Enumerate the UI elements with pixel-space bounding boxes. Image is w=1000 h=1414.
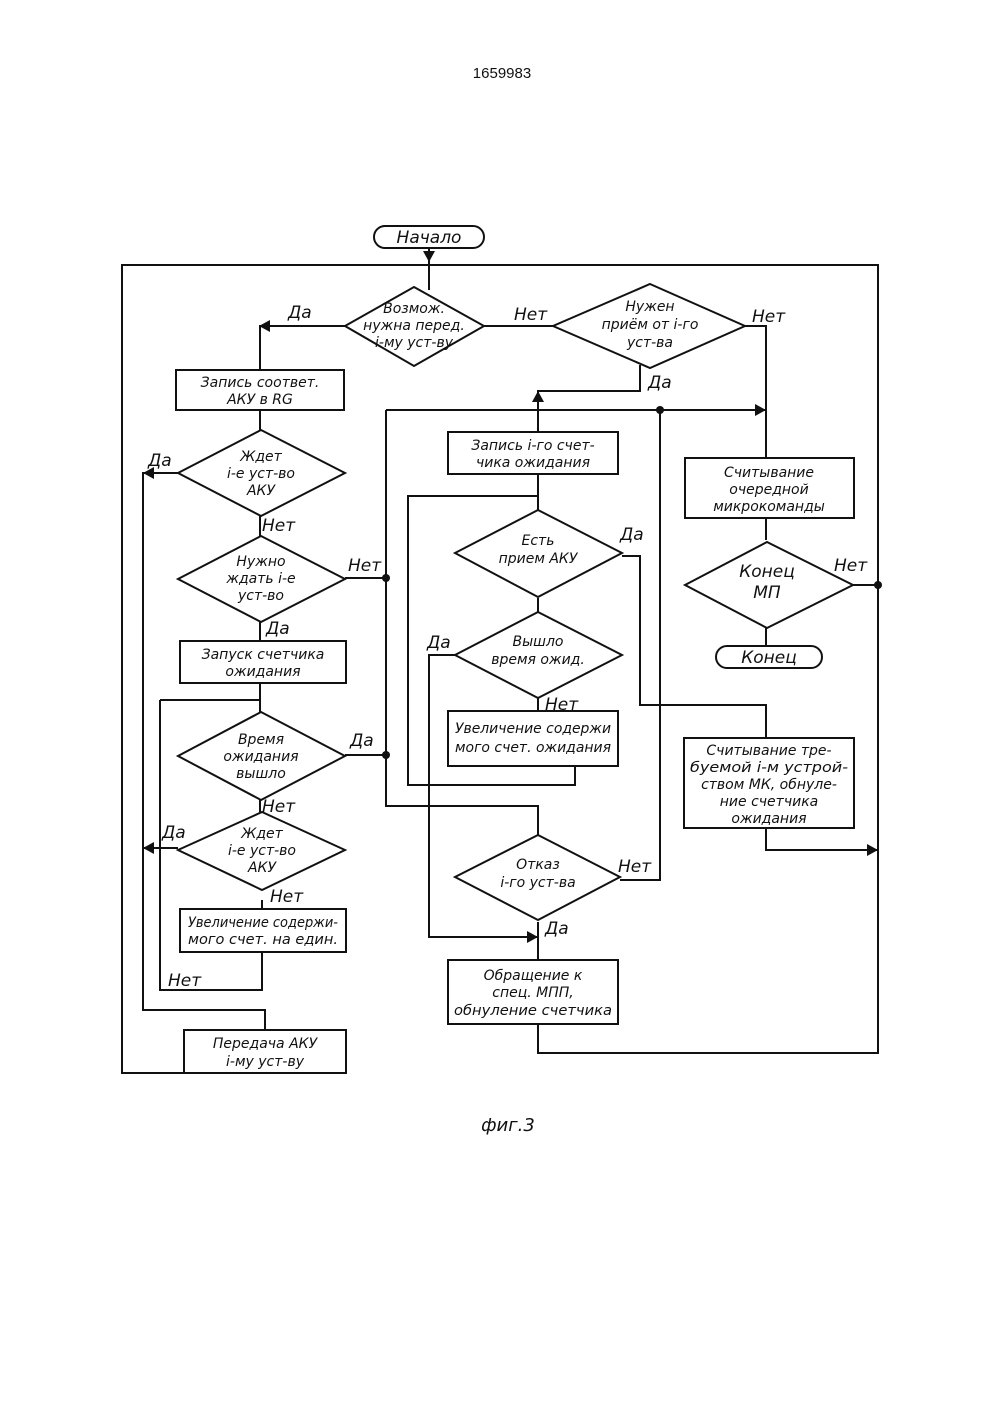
end-terminal: Конец [716, 646, 822, 668]
svg-text:уст-ва: уст-ва [626, 335, 673, 351]
svg-text:АКУ: АКУ [247, 860, 278, 876]
branch-label: Да [147, 451, 172, 471]
branch-label: Нет [348, 556, 382, 576]
svg-text:нужна перед.: нужна перед. [363, 318, 465, 334]
svg-text:Вышло: Вышло [513, 634, 564, 650]
svg-text:Нужен: Нужен [625, 299, 674, 315]
branch-label: Да [265, 619, 290, 639]
svg-text:Конец: Конец [741, 648, 797, 668]
svg-text:буемой i-м устрой-: буемой i-м устрой- [690, 760, 848, 776]
svg-text:Начало: Начало [397, 228, 462, 248]
svg-text:i-му уст-ву: i-му уст-ву [375, 335, 454, 351]
svg-text:Запись i-го счет-: Запись i-го счет- [471, 438, 594, 454]
svg-text:Считывание: Считывание [724, 465, 814, 481]
svg-text:Ждет: Ждет [240, 826, 283, 842]
svg-text:Увеличение содержи-: Увеличение содержи- [188, 915, 338, 931]
decision-wait-expired: Вышло время ожид. [455, 612, 622, 698]
svg-text:Отказ: Отказ [516, 857, 560, 873]
process-write-device-counter: Запись i-го счет- чика ожидания [448, 432, 618, 474]
svg-text:Увеличение содержи: Увеличение содержи [455, 721, 611, 737]
svg-text:i-е уст-во: i-е уст-во [227, 466, 295, 482]
svg-text:Нужно: Нужно [236, 554, 285, 570]
svg-text:Запись соответ.: Запись соответ. [201, 375, 320, 391]
branch-label: Да [349, 731, 374, 751]
svg-text:Возмож.: Возмож. [383, 301, 445, 317]
svg-text:Запуск счетчика: Запуск счетчика [202, 647, 325, 663]
branch-label: Нет [834, 556, 868, 576]
branch-label: Нет [514, 305, 548, 325]
decision-need-wait: Нужно ждать i-е уст-во [178, 536, 345, 622]
branch-label: Нет [168, 971, 202, 991]
process-read-required-mk: Считывание тре- буемой i-м устрой- ством… [684, 738, 854, 828]
decision-ack-received: Есть прием АКУ [455, 510, 622, 597]
branch-label: Да [287, 303, 312, 323]
branch-label: Нет [752, 307, 786, 327]
svg-text:обнуление счетчика: обнуление счетчика [454, 1003, 612, 1019]
svg-text:АКУ: АКУ [246, 483, 277, 499]
svg-text:ством МК, обнуле-: ством МК, обнуле- [701, 777, 837, 793]
svg-text:очередной: очередной [729, 482, 808, 498]
svg-text:i-е уст-во: i-е уст-во [228, 843, 296, 859]
branch-label: Да [647, 373, 672, 393]
svg-text:чика ожидания: чика ожидания [476, 455, 590, 471]
process-send-ack: Передача АКУ i-му уст-ву [184, 1030, 346, 1073]
process-increment-wait-counter: Увеличение содержи мого счет. ожидания [448, 711, 618, 766]
process-write-ack-rg: Запись соответ. АКУ в RG [176, 370, 344, 410]
start-terminal: Начало [374, 226, 484, 248]
process-read-next-microcommand: Считывание очередной микрокоманды [685, 458, 854, 518]
branch-label: Да [161, 823, 186, 843]
svg-text:уст-во: уст-во [237, 588, 284, 604]
svg-text:ожидания: ожидания [223, 749, 298, 765]
branch-label: Да [426, 633, 451, 653]
svg-text:приём от i-го: приём от i-го [602, 317, 699, 333]
process-start-wait-counter: Запуск счетчика ожидания [180, 641, 346, 683]
svg-text:Обращение к: Обращение к [484, 968, 583, 984]
figure-caption: фиг.3 [481, 1115, 535, 1136]
branch-label: Нет [270, 887, 304, 907]
process-call-special-mpp: Обращение к спец. МПП, обнуление счетчик… [448, 960, 618, 1024]
svg-text:мого счет. ожидания: мого счет. ожидания [455, 740, 611, 756]
decision-can-transmit: Возмож. нужна перед. i-му уст-ву [345, 287, 484, 366]
branch-label: Нет [262, 797, 296, 817]
svg-text:Есть: Есть [522, 533, 555, 549]
svg-text:микрокоманды: микрокоманды [713, 499, 825, 515]
svg-text:Ждет: Ждет [239, 449, 282, 465]
branch-label: Нет [618, 857, 652, 877]
svg-text:АКУ в RG: АКУ в RG [226, 392, 293, 408]
decision-need-receive: Нужен приём от i-го уст-ва [553, 284, 745, 368]
svg-text:ждать i-е: ждать i-е [225, 571, 295, 587]
svg-text:ожидания: ожидания [225, 664, 300, 680]
svg-text:прием АКУ: прием АКУ [499, 551, 579, 567]
branch-label: Нет [262, 516, 296, 536]
svg-text:Время: Время [238, 732, 284, 748]
svg-text:i-го уст-ва: i-го уст-ва [500, 875, 575, 891]
svg-text:Считывание тре-: Считывание тре- [706, 743, 831, 759]
decision-device-waits-ack-1: Ждет i-е уст-во АКУ [178, 430, 345, 516]
svg-text:i-му уст-ву: i-му уст-ву [226, 1054, 305, 1070]
svg-text:Конец: Конец [739, 562, 795, 582]
decision-wait-time-elapsed: Время ожидания вышло [178, 712, 345, 800]
svg-text:вышло: вышло [236, 766, 286, 782]
patent-number: 1659983 [473, 65, 531, 82]
svg-text:время ожид.: время ожид. [491, 652, 585, 668]
branch-label: Нет [545, 695, 579, 715]
decision-device-waits-ack-2: Ждет i-е уст-во АКУ [178, 812, 345, 890]
branch-label: Да [544, 919, 569, 939]
svg-text:ожидания: ожидания [731, 811, 806, 827]
process-increment-counter-unit: Увеличение содержи- мого счет. на един. [180, 909, 346, 952]
svg-text:Передача АКУ: Передача АКУ [213, 1036, 319, 1052]
decision-end-mp: Конец МП [685, 542, 853, 628]
svg-text:мого счет. на един.: мого счет. на един. [188, 932, 338, 948]
svg-text:спец. МПП,: спец. МПП, [492, 985, 573, 1001]
svg-text:ние счетчика: ние счетчика [720, 794, 818, 810]
svg-text:МП: МП [753, 583, 781, 603]
branch-label: Да [619, 525, 644, 545]
decision-device-failure: Отказ i-го уст-ва [455, 835, 620, 920]
